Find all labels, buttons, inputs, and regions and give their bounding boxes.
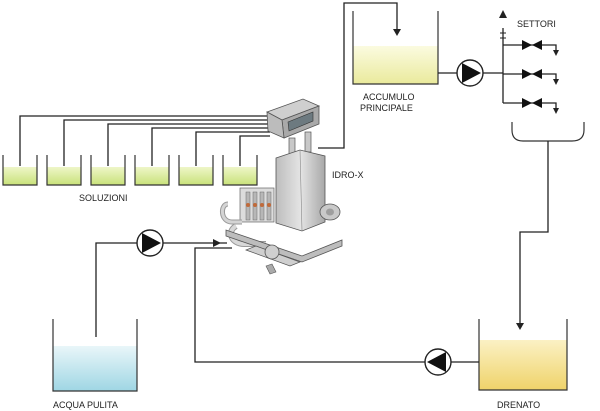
- solution-tank-2: [46, 155, 82, 186]
- recirculation-pipe: [194, 247, 479, 363]
- injector-rack: [239, 187, 275, 223]
- pump-icon: [424, 348, 452, 376]
- solution-tank-6: [222, 155, 258, 186]
- idro-x-label: IDRO-X: [332, 170, 364, 180]
- clean-water-pipe: [95, 242, 227, 337]
- soluzioni-label: SOLUZIONI: [79, 193, 128, 203]
- supply-pipe-to-accumulo: [318, 2, 398, 149]
- idro-x-machine: [220, 98, 343, 275]
- drenato-label: DRENATO: [497, 400, 540, 410]
- acqua-pulita-label: ACQUA PULITA: [53, 400, 118, 410]
- solution-tank-1: [2, 155, 38, 186]
- accumulo-inlet-arrow: [393, 29, 401, 36]
- drain-collector: [511, 122, 585, 142]
- accumulo-tank: [352, 11, 439, 85]
- solution-tank-3: [90, 155, 126, 186]
- pump-icon: [456, 59, 484, 87]
- acqua-pulita-tank: [52, 319, 138, 392]
- drenato-inlet-arrow: [516, 323, 524, 330]
- drenato-tank: [478, 319, 568, 391]
- gate-valve-icon: [522, 40, 542, 108]
- solution-pipes: [19, 115, 270, 166]
- pump-icon: [136, 229, 164, 257]
- accumulo-label-line2: PRINCIPALE: [360, 103, 413, 113]
- settori-manifold: [499, 10, 559, 114]
- drain-pipe: [519, 141, 549, 327]
- settori-label: SETTORI: [517, 19, 556, 29]
- solution-tanks: [2, 155, 258, 186]
- clean-water-arrow: [213, 239, 221, 247]
- solution-tank-4: [134, 155, 170, 186]
- solution-tank-5: [178, 155, 214, 186]
- accumulo-label-line1: ACCUMULO: [363, 92, 415, 102]
